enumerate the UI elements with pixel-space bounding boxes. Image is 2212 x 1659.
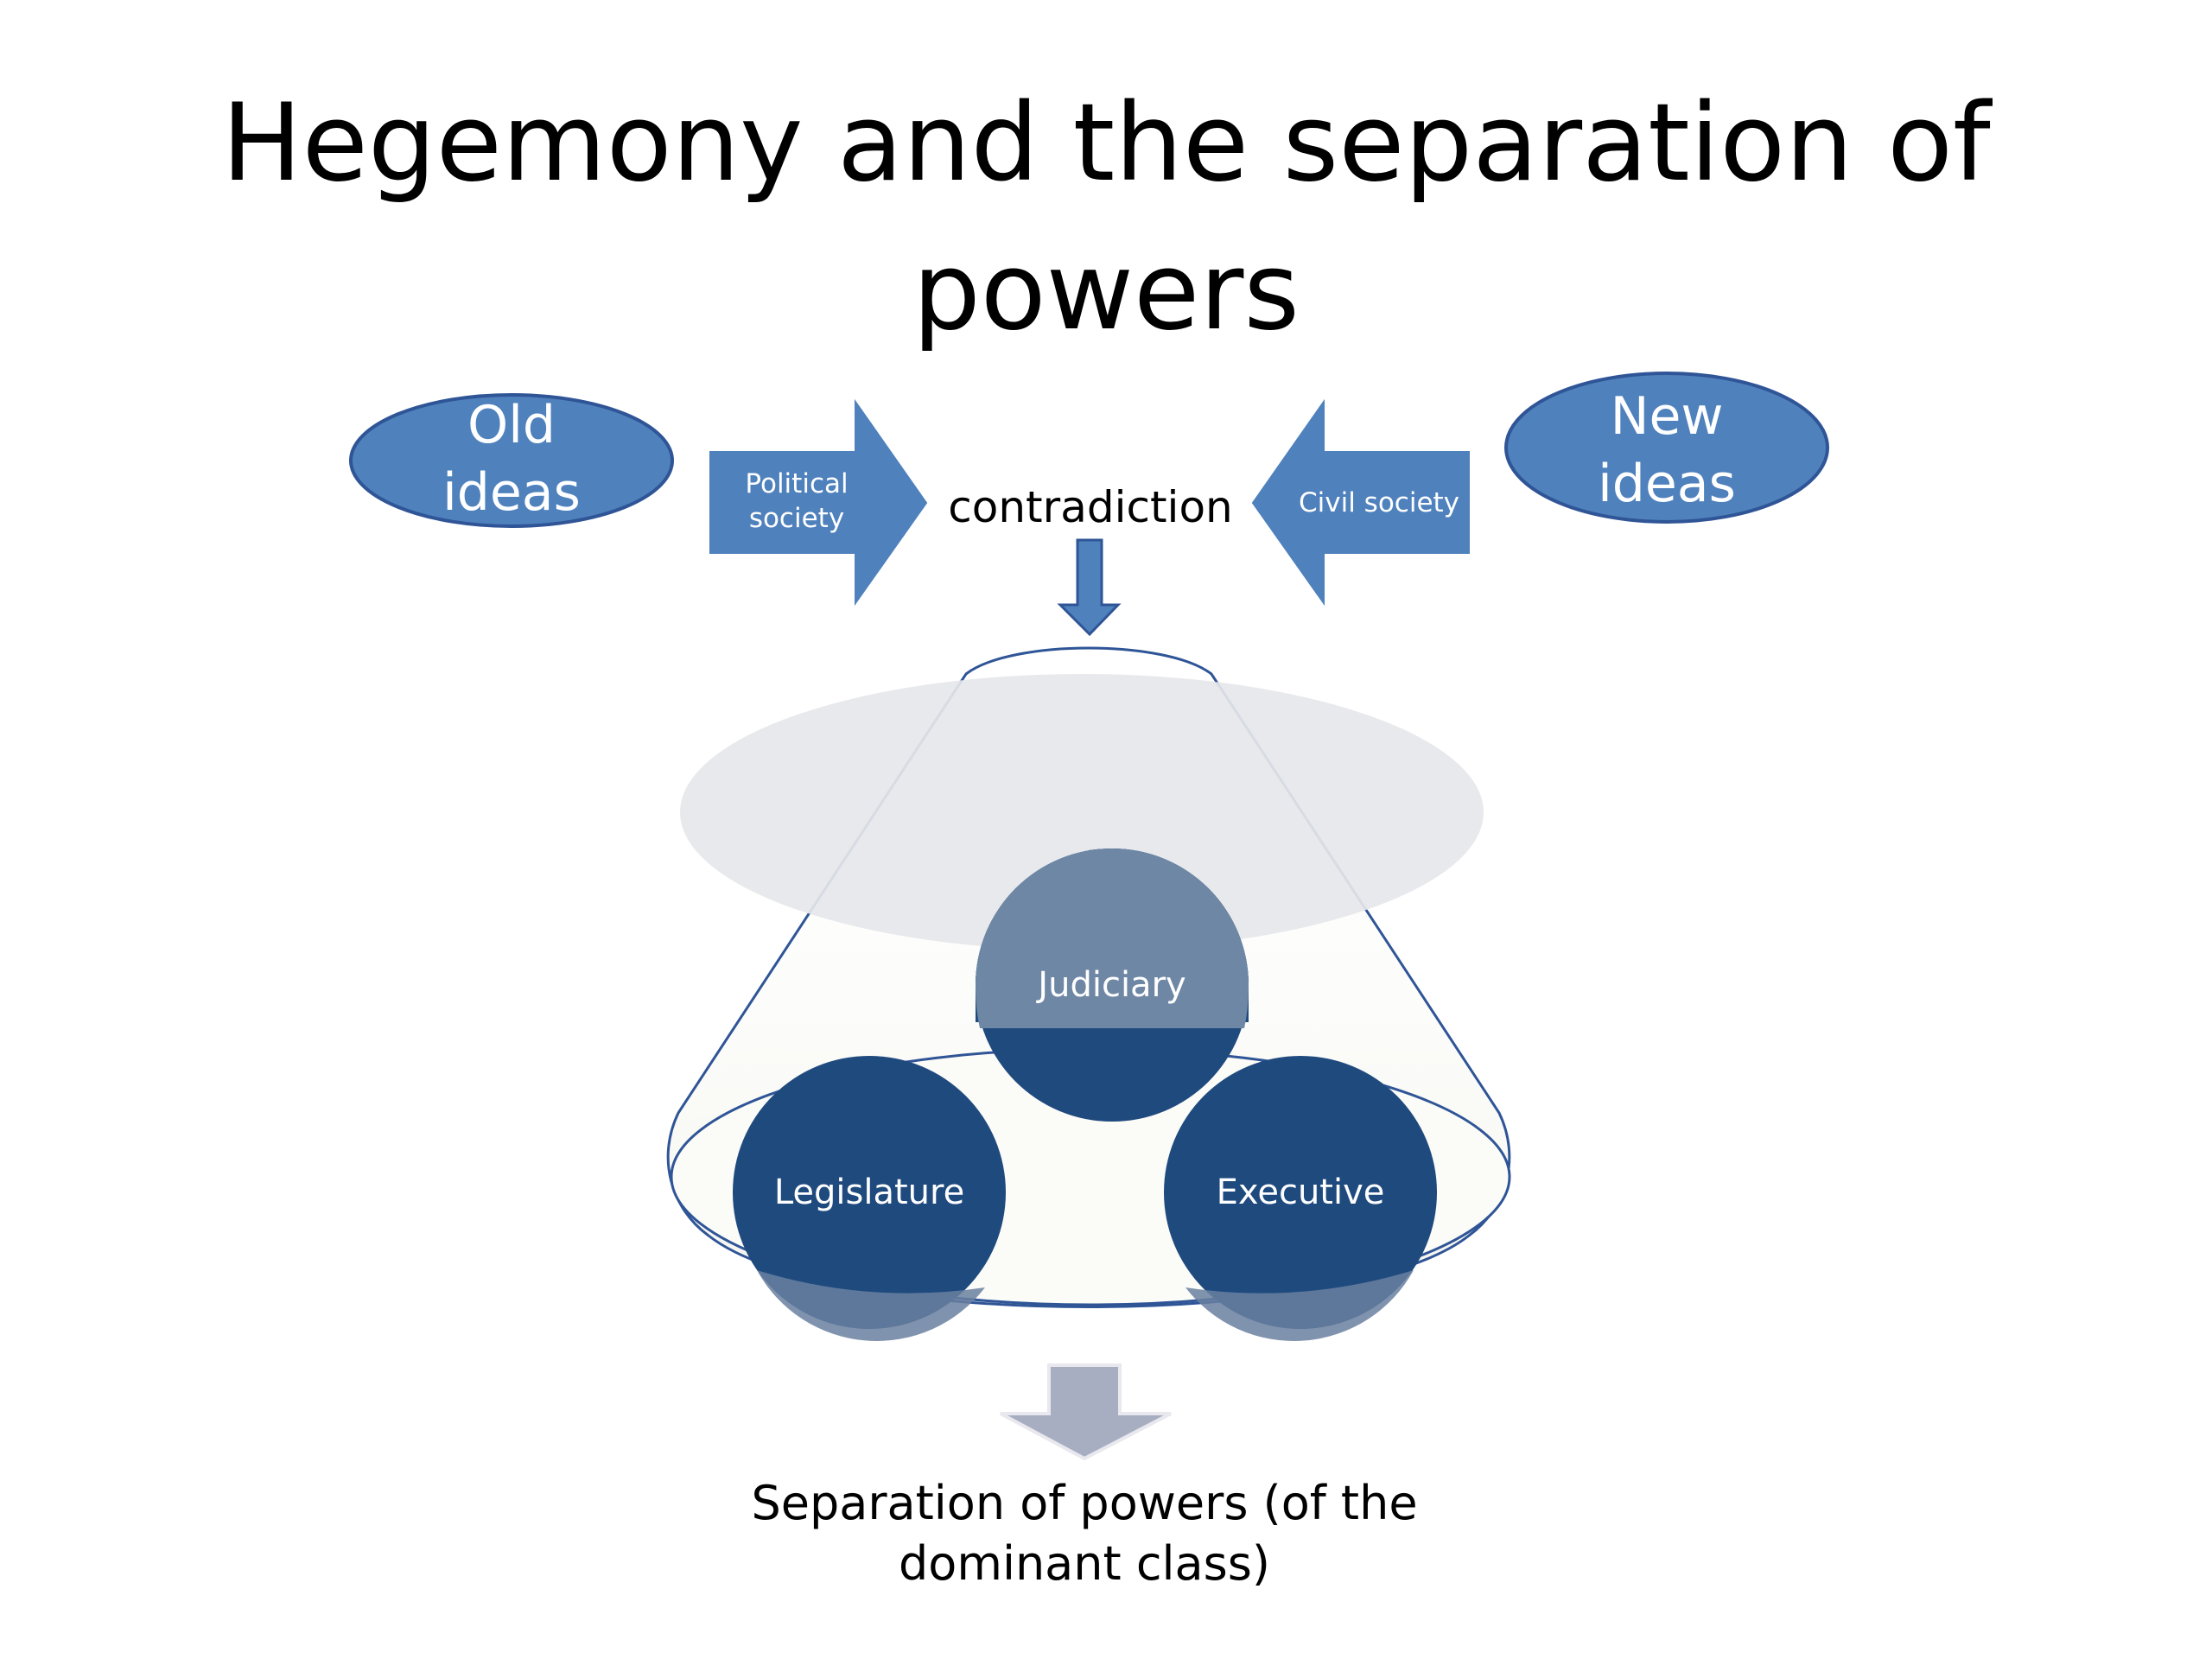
civil-society-arrow: Civil society bbox=[1251, 398, 1470, 607]
slide-title-line1: Hegemony and the separation of bbox=[221, 81, 1991, 206]
result-line1: Separation of powers (of the bbox=[751, 1476, 1417, 1530]
new-ideas-line2: ideas bbox=[1598, 454, 1736, 514]
political-society-line1: Political bbox=[745, 468, 848, 499]
political-society-arrow: Political society bbox=[709, 398, 928, 607]
new-ideas-line1: New bbox=[1611, 386, 1724, 447]
executive-circle: Executive bbox=[1164, 1056, 1437, 1341]
slide-title: Hegemony and the separation of powers bbox=[0, 69, 2212, 366]
old-ideas-line2: ideas bbox=[442, 462, 581, 523]
slide-title-line2: powers bbox=[912, 230, 1300, 354]
grey-ellipse bbox=[680, 674, 1484, 950]
new-ideas-ellipse: New ideas bbox=[1504, 372, 1829, 524]
result-line2: dominant class) bbox=[899, 1536, 1270, 1591]
old-ideas-ellipse: Old ideas bbox=[349, 393, 674, 528]
result-down-arrow bbox=[1000, 1363, 1172, 1461]
old-ideas-line1: Old bbox=[467, 395, 556, 455]
civil-society-label: Civil society bbox=[1299, 487, 1459, 518]
down-arrow-small bbox=[1057, 538, 1122, 637]
contradiction-label: contradiction bbox=[948, 482, 1232, 532]
executive-label: Executive bbox=[1217, 1173, 1385, 1212]
judiciary-label: Judiciary bbox=[1035, 965, 1185, 1005]
legislature-label: Legislature bbox=[774, 1173, 964, 1212]
political-society-line2: society bbox=[749, 503, 844, 534]
judiciary-circle: Judiciary bbox=[976, 849, 1249, 1122]
legislature-circle: Legislature bbox=[733, 1056, 1006, 1341]
